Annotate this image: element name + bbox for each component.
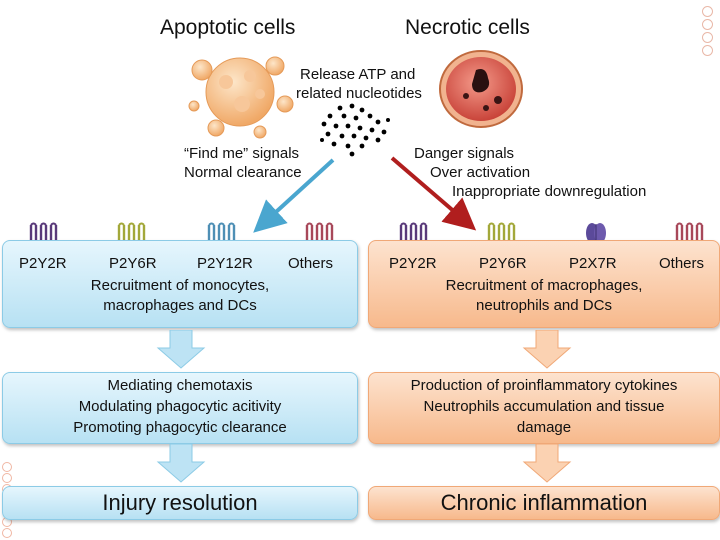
chronic-inflammation-label: Chronic inflammation [440,490,648,515]
find-me-signals-text: “Find me” signals [184,145,300,162]
left-effects-panel: Mediating chemotaxis Modulating phagocyt… [2,372,358,444]
right-recruitment-line2: neutrophils and DCs [476,297,612,314]
normal-clearance-text: Normal clearance [184,164,302,181]
left-effect-line: Modulating phagocytic acitivity [78,398,282,415]
necrotic-cells-title: Necrotic cells [405,16,530,39]
receptor-icon [399,222,428,244]
receptor-icon [207,222,236,244]
right-effects-panel: Production of proinflammatory cytokines … [368,372,720,444]
receptor-label: P2Y2R [19,255,67,272]
left-effect-line: Mediating chemotaxis [107,377,253,394]
down-arrow-icon [522,330,572,369]
apoptotic-cells-title: Apoptotic cells [160,16,296,39]
nucleotide-dots [320,103,390,157]
right-recruitment-panel: P2Y2R P2Y6R P2X7R Others Recruitment of … [368,240,720,328]
down-arrow-icon [156,330,206,369]
receptor-label: Others [659,255,705,272]
left-recruitment-line1: Recruitment of monocytes, [90,277,270,294]
receptor-label: P2Y6R [479,255,527,272]
red-arrow [390,156,477,231]
chronic-inflammation-panel: Chronic inflammation [368,486,720,520]
left-recruitment-panel: P2Y2R P2Y6R P2Y12R Others Recruitment of… [2,240,358,328]
right-effect-line: damage [516,419,572,436]
injury-resolution-panel: Injury resolution [2,486,358,520]
right-recruitment-line1: Recruitment of macrophages, [445,277,643,294]
receptor-label: P2Y2R [389,255,437,272]
receptor-label: Others [288,255,334,272]
over-activation-text: Over activation [430,164,531,181]
injury-resolution-label: Injury resolution [102,490,258,515]
down-arrow-icon [522,444,572,483]
receptor-icon [675,222,704,244]
receptor-icon [117,222,146,244]
inappropriate-downregulation-text: Inappropriate downregulation [452,183,647,200]
down-arrow-icon [156,444,206,483]
p2x7-channel-icon [586,223,606,243]
receptor-icon [487,222,516,244]
right-effect-line: Neutrophils accumulation and tissue [423,398,665,415]
right-effect-line: Production of proinflammatory cytokines [410,377,678,394]
receptor-icon [29,222,58,244]
left-recruitment-line2: macrophages and DCs [103,297,257,314]
apoptotic-cell-illustration [188,56,294,139]
necrotic-cell-illustration [439,50,523,128]
receptor-icon [305,222,334,244]
receptor-label: P2Y6R [109,255,157,272]
release-atp-text: Release ATP and [300,66,416,83]
decorative-circles-right [702,6,713,58]
left-effect-line: Promoting phagocytic clearance [73,419,287,436]
danger-signals-text: Danger signals [414,145,515,162]
related-nucleotides-text: related nucleotides [296,85,422,102]
blue-arrow [253,158,335,233]
receptor-label: P2Y12R [197,255,253,272]
receptor-label: P2X7R [569,255,617,272]
